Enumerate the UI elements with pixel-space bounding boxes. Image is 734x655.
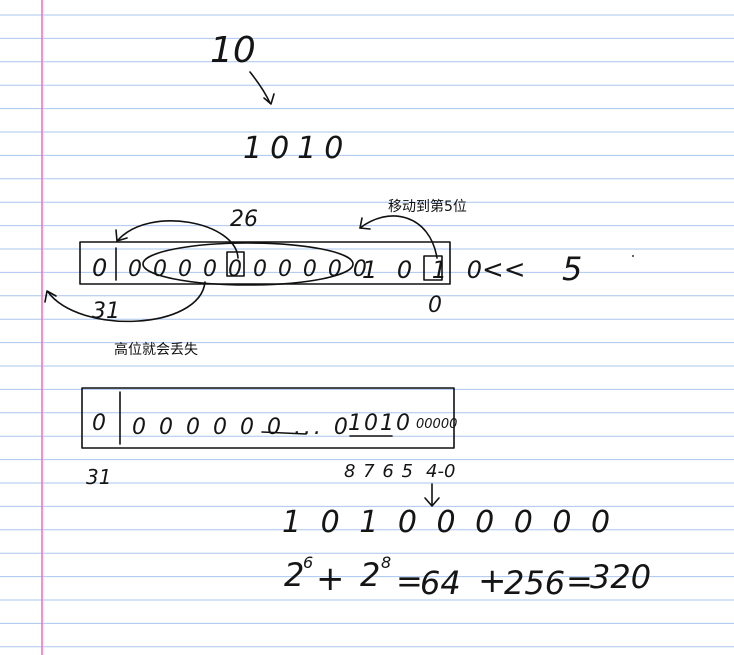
bit26-label: 26 [230,207,258,232]
bit26-box [226,251,245,277]
bottom-sign-bit: 0 [92,411,106,436]
top-low-bits: 1 0 1 0 [362,256,488,284]
term2-base: 2 [360,556,380,594]
bottom-low-range: 4-0 [426,461,455,482]
bottom-middle-bits: 0 0 0 0 0 0 ... 0 [132,415,351,440]
arc-31-head [44,290,57,303]
bit0-box [423,255,443,281]
shift-amount: 5 [562,250,582,288]
bottom-label-31: 31 [86,465,111,489]
bottom-filled-zeros: 00000 [416,417,457,432]
decimal-value: 10 [210,30,256,71]
plus-1: + [316,559,345,599]
equals-2: = [566,562,593,600]
down-arrow-head [263,93,275,105]
term1-exp: 6 [303,553,313,572]
shift-operator: << [482,255,526,285]
bit0-label: 0 [428,293,442,318]
highlight-ellipse [142,242,354,286]
bottom-register-box [81,387,455,449]
value-256: 256 [504,564,565,602]
down-arrow [249,71,271,104]
bottom-shifted-bits: 1010 [348,411,412,436]
ink-dot [632,255,634,257]
term2-exp: 8 [381,553,391,572]
formula: 2 6 + 2 8 = 64 + 256 = 320 [284,553,651,602]
dots-underline [261,431,307,435]
annotation-lost: 高位就会丢失 [114,341,198,358]
bit31-label: 31 [92,299,120,324]
arc-26 [117,220,239,259]
top-sign-bit: 0 [92,254,107,282]
move-arrow [359,215,438,259]
ruled-lines [0,14,734,648]
value-64: 64 [420,564,461,602]
term1-base: 2 [284,556,304,594]
value-320: 320 [590,558,651,596]
top-register-zeros: 0 0 0 0 0 0 0 0 0 0 [128,257,369,282]
annotation-move: 移动到第5位 [388,198,467,215]
arc-31 [47,281,206,323]
move-arrow-head [359,217,371,230]
equals-1: = [396,562,423,600]
range-arrow-head [424,497,440,507]
bottom-index-labels: 8 7 6 5 [344,461,414,482]
plus-2: + [478,561,507,601]
result-binary: 1 0 1 0 0 0 0 0 0 [282,505,615,540]
binary-value: 1010 [243,131,351,166]
arc-26-head [115,229,128,242]
